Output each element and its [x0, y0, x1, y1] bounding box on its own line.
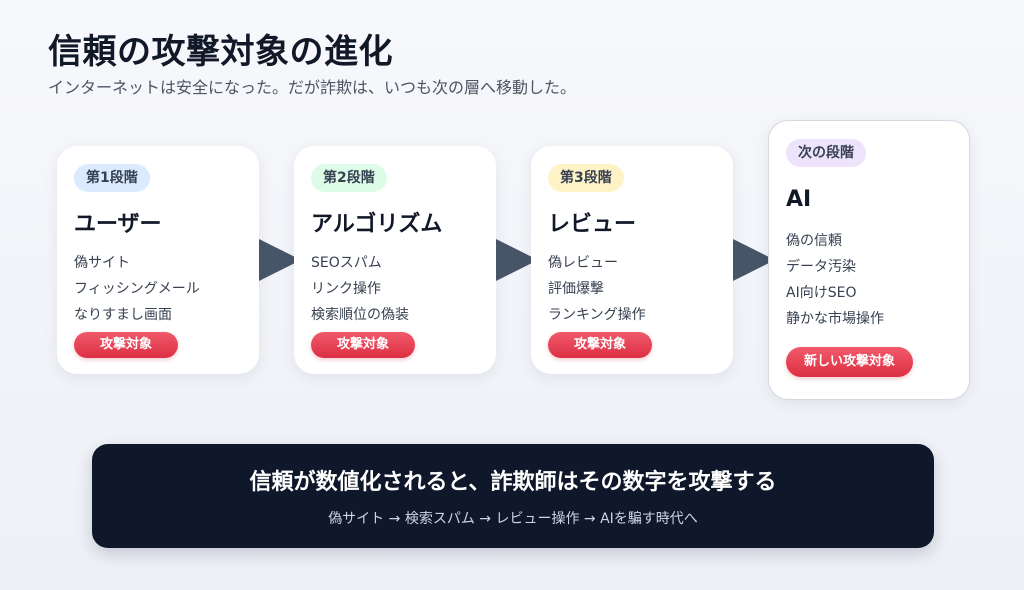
banner-subline: 偽サイト → 検索スパム → レビュー操作 → AIを騙す時代へ: [328, 511, 698, 527]
banner-headline: 信頼が数値化されると、詐欺師はその数字を攻撃する: [249, 470, 777, 495]
list-item: リンク操作: [311, 281, 381, 297]
stage-title: アルゴリズム: [311, 212, 443, 237]
list-item: SEOスパム: [311, 255, 382, 271]
new-attack-target-pill: 新しい攻撃対象: [786, 347, 914, 377]
stage-card-review: 第3段階 レビュー 偽レビュー 評価爆撃 ランキング操作 攻撃対象: [531, 146, 733, 374]
stage-badge: 第1段階: [74, 164, 150, 192]
stage-badge: 第2段階: [311, 164, 387, 192]
list-item: フィッシングメール: [74, 281, 200, 297]
stage-item-list: 偽レビュー 評価爆撃 ランキング操作: [548, 250, 646, 328]
stage-badge: 第3段階: [548, 164, 624, 192]
list-item: データ汚染: [786, 259, 856, 275]
stage-card-algorithm: 第2段階 アルゴリズム SEOスパム リンク操作 検索順位の偽装 攻撃対象: [294, 146, 496, 374]
list-item: ランキング操作: [548, 307, 646, 323]
list-item: 評価爆撃: [548, 281, 604, 297]
stage-card-user: 第1段階 ユーザー 偽サイト フィッシングメール なりすまし画面 攻撃対象: [57, 146, 259, 374]
list-item: 偽レビュー: [548, 255, 618, 271]
list-item: AI向けSEO: [786, 285, 857, 301]
stage-title: ユーザー: [74, 212, 162, 237]
summary-banner: 信頼が数値化されると、詐欺師はその数字を攻撃する 偽サイト → 検索スパム → …: [92, 444, 934, 548]
attack-target-pill: 攻撃対象: [74, 332, 179, 358]
attack-target-pill: 攻撃対象: [548, 332, 653, 358]
list-item: 偽の信頼: [786, 233, 842, 249]
page-title: 信頼の攻撃対象の進化: [48, 32, 393, 72]
stage-card-ai: 次の段階 AI 偽の信頼 データ汚染 AI向けSEO 静かな市場操作 新しい攻撃…: [768, 120, 970, 400]
stage-item-list: 偽サイト フィッシングメール なりすまし画面: [74, 250, 200, 328]
stage-item-list: 偽の信頼 データ汚染 AI向けSEO 静かな市場操作: [786, 228, 884, 332]
list-item: なりすまし画面: [74, 307, 172, 323]
list-item: 静かな市場操作: [786, 311, 884, 327]
page-subtitle: インターネットは安全になった。だが詐欺は、いつも次の層へ移動した。: [48, 78, 577, 97]
stage-title: レビュー: [548, 212, 637, 237]
attack-target-pill: 攻撃対象: [311, 332, 416, 358]
stage-item-list: SEOスパム リンク操作 検索順位の偽装: [311, 250, 409, 328]
stage-badge: 次の段階: [786, 139, 866, 167]
list-item: 検索順位の偽装: [311, 307, 409, 323]
stage-title: AI: [786, 187, 812, 212]
list-item: 偽サイト: [74, 255, 130, 271]
